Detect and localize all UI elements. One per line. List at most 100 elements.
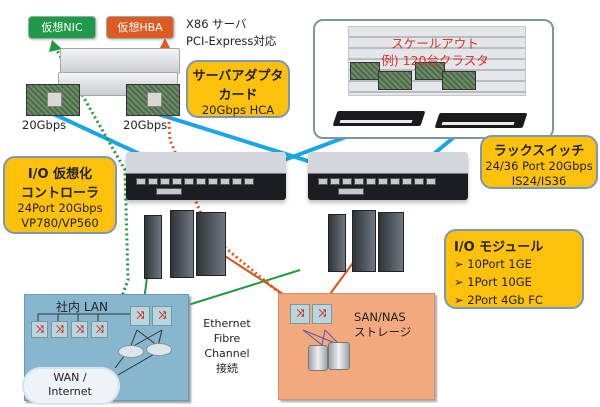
callout-io-controller-title1: I/O 仮想化 bbox=[27, 167, 93, 182]
io-module-left-1 bbox=[144, 215, 162, 279]
storage-line2: ストレージ bbox=[354, 325, 412, 339]
port bbox=[318, 178, 328, 185]
port-speed-right: 20Gbps bbox=[123, 118, 168, 132]
x86-server-label: X86 サーバ PCI-Express対応 bbox=[186, 16, 276, 50]
virtual-nic-arrow-up bbox=[49, 40, 62, 52]
port bbox=[148, 178, 158, 185]
server-adapter-card-left bbox=[26, 84, 80, 116]
network-line3: 接続 bbox=[216, 362, 238, 375]
ethernet-link-b bbox=[171, 269, 301, 311]
lan-title: 社内 LAN bbox=[56, 300, 108, 314]
port bbox=[338, 188, 364, 195]
io-module-item-label: 1Port 10GE bbox=[467, 275, 532, 289]
san-link bbox=[302, 329, 323, 346]
callout-server-adapter-title2: カード bbox=[218, 88, 258, 103]
virtual-nic-path bbox=[53, 46, 130, 371]
router-icon bbox=[118, 345, 144, 358]
port bbox=[402, 178, 412, 185]
card-chip bbox=[47, 92, 62, 107]
scaleout-line2: 例) 120台クラスタ bbox=[381, 53, 489, 68]
port bbox=[208, 178, 218, 185]
lan-switch-icon: ⤨ bbox=[91, 321, 108, 338]
callout-io-controller-sub2: VP780/VP560 bbox=[21, 216, 99, 230]
io-module-left-2 bbox=[170, 210, 194, 278]
wan-cloud-icon bbox=[22, 367, 120, 405]
port bbox=[354, 178, 364, 185]
wan-label: WAN / Internet bbox=[40, 371, 100, 399]
port bbox=[184, 178, 194, 185]
x86-server-line1: X86 サーバ bbox=[186, 17, 247, 31]
scaleout-server-rack bbox=[348, 26, 526, 96]
port bbox=[378, 178, 388, 185]
storage-disk-icon bbox=[308, 345, 328, 371]
callout-server-adapter: サーバアダプタ カード 20Gbps HCA bbox=[186, 60, 290, 118]
storage-switch-icon: ⤨ bbox=[290, 304, 310, 324]
scaleout-label: スケールアウト 例) 120台クラスタ bbox=[360, 35, 510, 69]
server-adapter-card-right bbox=[126, 84, 180, 116]
san-link bbox=[321, 329, 326, 346]
port-speed-left: 20Gbps bbox=[22, 118, 67, 132]
lan-switch-icon: ⤨ bbox=[51, 321, 68, 338]
callout-io-module-title: I/O モジュール bbox=[454, 240, 544, 255]
callout-io-controller-sub1: 24Port 20Gbps bbox=[17, 201, 103, 215]
lan-core-switch-icon: ⤨ bbox=[152, 306, 172, 326]
port bbox=[244, 178, 254, 185]
x86-server-line2: PCI-Express対応 bbox=[186, 34, 277, 48]
io-module-item-label: 10Port 1GE bbox=[467, 257, 532, 271]
storage-disk-icon bbox=[328, 342, 350, 370]
callout-server-adapter-title1: サーバアダプタ bbox=[192, 69, 284, 84]
port bbox=[366, 178, 376, 185]
bullet-arrow-icon: ➢ bbox=[454, 275, 464, 289]
io-module-item: ➢ 1Port 10GE bbox=[454, 273, 582, 291]
storage-label: SAN/NAS ストレージ bbox=[354, 310, 411, 340]
wan-line2: Internet bbox=[48, 385, 92, 398]
storage-switch-icon: ⤨ bbox=[312, 304, 332, 324]
io-controller-left bbox=[126, 152, 286, 200]
virtual-hba-badge: 仮想HBA bbox=[106, 16, 174, 39]
io-controller-right bbox=[308, 152, 468, 200]
lan-switch-icon: ⤨ bbox=[31, 321, 48, 338]
port bbox=[160, 178, 170, 185]
callout-io-module: I/O モジュール ➢ 10Port 1GE ➢ 1Port 10GE ➢ 2P… bbox=[444, 229, 584, 309]
router-icon bbox=[146, 343, 172, 356]
port bbox=[342, 178, 352, 185]
port bbox=[220, 178, 230, 185]
port bbox=[196, 178, 206, 185]
port bbox=[426, 178, 436, 185]
callout-server-adapter-sub: 20Gbps HCA bbox=[201, 103, 275, 117]
port bbox=[172, 178, 182, 185]
port bbox=[390, 178, 400, 185]
io-module-right-2 bbox=[352, 210, 376, 272]
lan-wan bbox=[117, 352, 157, 376]
port bbox=[136, 178, 146, 185]
cluster-card-2 bbox=[378, 71, 412, 90]
network-line2: Fibre Channel bbox=[204, 332, 250, 360]
x86-server-top bbox=[60, 48, 180, 74]
io-module-left-3 bbox=[196, 212, 226, 276]
port bbox=[232, 178, 242, 185]
callout-rack-switch-title: ラックスイッチ bbox=[493, 144, 585, 159]
bullet-arrow-icon: ➢ bbox=[454, 257, 464, 271]
virtual-nic-badge: 仮想NIC bbox=[28, 16, 96, 39]
callout-rack-switch-sub1: 24/36 Port 20Gbps bbox=[485, 159, 593, 173]
bullet-arrow-icon: ➢ bbox=[454, 293, 464, 307]
cluster-card-4 bbox=[442, 71, 476, 90]
callout-io-controller-title2: コントローラ bbox=[20, 186, 99, 201]
scaleout-line1: スケールアウト bbox=[391, 36, 479, 51]
port bbox=[414, 178, 424, 185]
lan-wan bbox=[114, 354, 126, 369]
io-module-item: ➢ 2Port 4Gb FC bbox=[454, 291, 582, 309]
callout-io-controller: I/O 仮想化 コントローラ 24Port 20Gbps VP780/VP560 bbox=[3, 156, 117, 234]
card-chip bbox=[147, 92, 162, 107]
io-module-right-3 bbox=[378, 212, 404, 272]
storage-line1: SAN/NAS bbox=[354, 310, 406, 324]
port bbox=[330, 178, 340, 185]
virtual-hba-arrow-up bbox=[160, 38, 170, 48]
io-module-item-label: 2Port 4Gb FC bbox=[467, 293, 543, 307]
port bbox=[156, 188, 182, 195]
lan-switch-icon: ⤨ bbox=[71, 321, 88, 338]
lan-core-switch-icon: ⤨ bbox=[130, 306, 150, 326]
network-connection-label: Ethernet Fibre Channel 接続 bbox=[190, 316, 264, 376]
wan-line1: WAN / bbox=[53, 371, 87, 384]
